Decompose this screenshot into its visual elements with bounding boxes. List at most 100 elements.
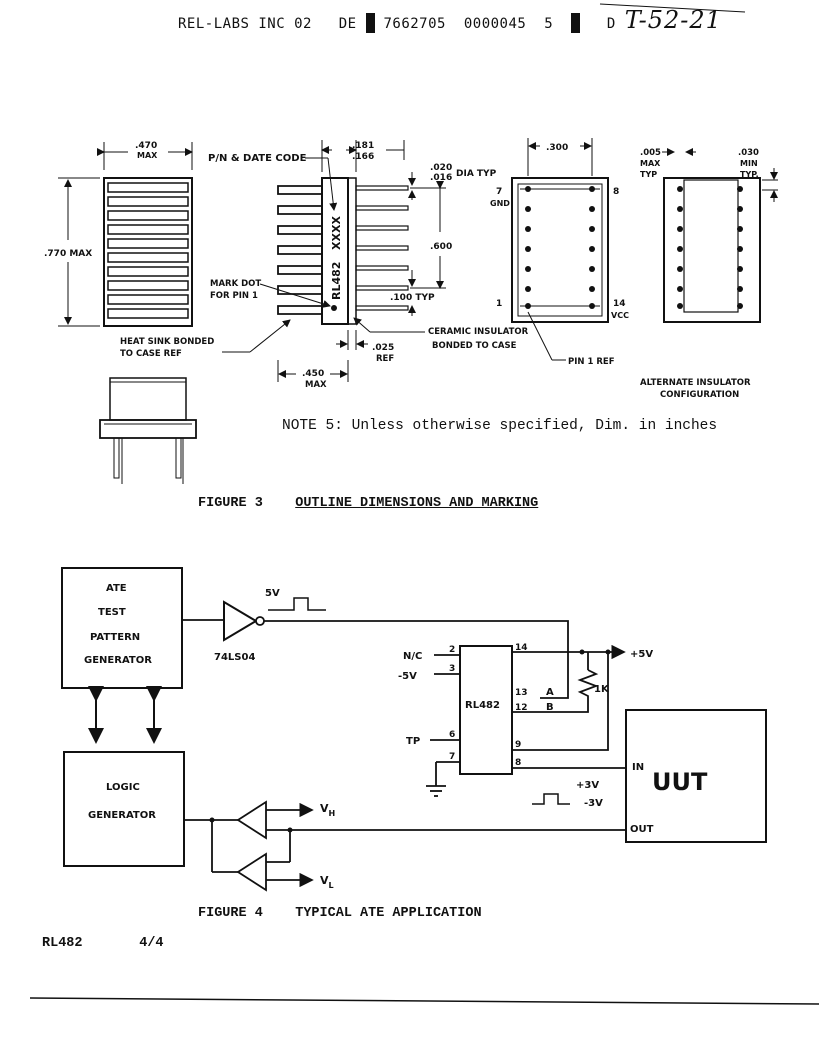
dim-470-max: MAX (137, 151, 158, 160)
vcc-label: VCC (611, 311, 629, 320)
dim-300: .300 (546, 143, 568, 153)
dim-dia-typ: DIA TYP (456, 169, 497, 179)
footer-page: 4/4 (139, 936, 164, 951)
dim-166: .166 (352, 152, 374, 162)
ate-line2: TEST (98, 607, 126, 618)
header-code2: 0000045 (463, 16, 527, 32)
alternate-insulator-view: .005 MAX TYP .030 MIN TYP. ALTERNATE INS… (640, 148, 778, 400)
header-code1: 7662705 (383, 16, 446, 32)
pin-6: 6 (449, 730, 455, 740)
gnd-label: GND (490, 199, 510, 208)
header-black-mark-2 (571, 13, 581, 33)
pin-7: 7 (449, 752, 455, 762)
label-pn-date-code: P/N & DATE CODE (208, 153, 307, 164)
label-plus3v: +3V (576, 780, 599, 791)
logic-generator-box (63, 751, 185, 867)
figure-4-title: TYPICAL ATE APPLICATION (295, 906, 482, 921)
pin-14: 14 (515, 643, 528, 653)
chip-label: RL482 (465, 700, 500, 711)
label-tp: TP (406, 736, 420, 747)
header-company: REL-LABS INC 02 (178, 16, 312, 32)
figure-3-title: OUTLINE DIMENSIONS AND MARKING (295, 496, 539, 511)
label-to-case-ref: TO CASE REF (120, 349, 182, 359)
gate-label: 74LS04 (214, 652, 255, 663)
label-alternate-insulator: ALTERNATE INSULATOR (640, 378, 751, 388)
dim-025-ref: REF (376, 354, 394, 364)
label-out: OUT (630, 824, 654, 835)
dim-181: .181 (352, 141, 374, 151)
package-perspective-sketch (99, 377, 197, 484)
label-b: B (546, 702, 554, 713)
uut-box (625, 709, 767, 843)
page-header: REL-LABS INC 02 DE 7662705 0000045 5 D T… (178, 6, 722, 34)
dim-030-typ: TYP. (740, 170, 759, 179)
label-mark-dot: MARK DOT (210, 279, 261, 289)
rl482-chip (459, 645, 513, 775)
header-code3: 5 (544, 16, 554, 32)
uut-label: UUT (652, 768, 708, 796)
header-d: D (606, 16, 616, 32)
label-heat-sink-bonded: HEAT SINK BONDED (120, 337, 214, 347)
dim-600: .600 (430, 242, 452, 252)
logic-line1: LOGIC (106, 782, 140, 793)
figure-3-note: NOTE 5: Unless otherwise specified, Dim.… (282, 418, 718, 434)
pin-3: 3 (449, 664, 455, 674)
header-de: DE (338, 16, 357, 32)
pin-9: 9 (515, 740, 521, 750)
header-black-mark (365, 13, 375, 33)
label-plus5v: +5V (630, 649, 653, 660)
figure-4-number: FIGURE 4 (198, 906, 263, 921)
figure-3: .470 MAX .770 MAX (44, 138, 778, 484)
label-a: A (546, 687, 554, 698)
ate-line4: GENERATOR (84, 655, 152, 666)
dim-005-max: MAX (640, 159, 661, 168)
logic-line2: GENERATOR (88, 810, 156, 821)
figure-3-caption: FIGURE 3 OUTLINE DIMENSIONS AND MARKING (198, 496, 538, 511)
dim-020: .020 (430, 163, 452, 173)
pin-12: 12 (515, 703, 528, 713)
label-configuration: CONFIGURATION (660, 390, 739, 400)
label-nc: N/C (403, 651, 422, 662)
marking-xxxx: XXXX (330, 216, 343, 250)
figure-4-caption: FIGURE 4 TYPICAL ATE APPLICATION (198, 906, 482, 921)
label-minus3v: -3V (584, 798, 603, 809)
dim-770: .770 MAX (44, 249, 92, 259)
pin-8: 8 (515, 758, 521, 768)
marking-rl482: RL482 (330, 262, 343, 300)
pin-13: 13 (515, 688, 528, 698)
dim-100-typ: .100 TYP (390, 293, 435, 303)
dim-030: .030 (738, 148, 759, 158)
bottom-view: .300 7 GND 8 1 14 VCC PIN 1 REF (490, 138, 629, 367)
inverter-gate (223, 600, 258, 642)
figure-4: ATE TEST PATTERN GENERATOR LOGIC GENERAT… (61, 567, 767, 892)
label-5v: 5V (265, 588, 280, 599)
dim-005: .005 (640, 148, 661, 158)
dim-016: .016 (430, 173, 452, 183)
pin-14-label: 14 (613, 299, 626, 309)
figure-3-number: FIGURE 3 (198, 496, 263, 511)
dim-450: .450 (302, 369, 324, 379)
footer-part: RL482 (42, 936, 83, 951)
label-bonded-to-case: BONDED TO CASE (432, 341, 517, 351)
page-footer: RL482 4/4 (42, 936, 164, 951)
label-vl: VL (320, 874, 334, 890)
side-view: XXXX RL482 P/N & DATE CODE .181 .166 .02… (120, 140, 529, 390)
pin-2: 2 (449, 645, 455, 655)
heat-sink-front-view: .470 MAX .770 MAX (44, 141, 193, 327)
mark-dot (331, 305, 337, 311)
pin-7-label: 7 (496, 187, 502, 197)
label-for-pin-1: FOR PIN 1 (210, 291, 258, 301)
label-1k: 1K (594, 684, 610, 695)
label-ceramic-insulator: CERAMIC INSULATOR (428, 327, 529, 337)
ate-line3: PATTERN (90, 632, 140, 643)
ate-line1: ATE (106, 583, 127, 594)
pin-1-label: 1 (496, 299, 502, 309)
header-handwritten-code: T-52-21 (624, 6, 722, 34)
dim-025: .025 (372, 343, 394, 353)
dim-030-min: MIN (740, 159, 758, 168)
label-neg5v: -5V (398, 671, 417, 682)
dim-005-typ: TYP (640, 170, 657, 179)
label-pin-1-ref: PIN 1 REF (568, 357, 615, 367)
